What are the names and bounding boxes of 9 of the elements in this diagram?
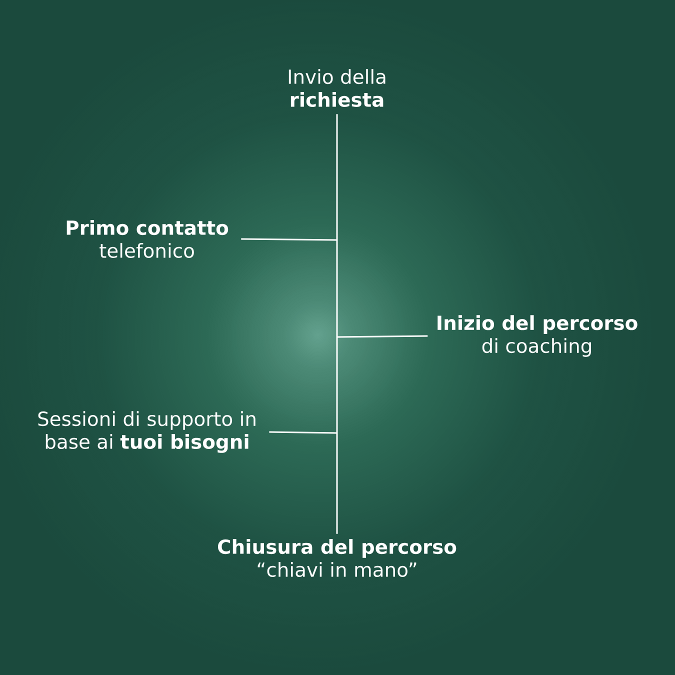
timeline-line <box>336 114 338 534</box>
connector-line <box>241 238 338 241</box>
milestone-label: Invio della richiesta <box>288 69 386 107</box>
connector-line <box>269 431 338 434</box>
milestone-label: Chiusura del percorso “chiavi in mano” <box>218 539 456 577</box>
milestone-label: Sessioni di supporto in base ai tuoi bisogni <box>38 411 256 453</box>
connector-line <box>337 335 428 338</box>
milestone-label: Inizio del percorso di coaching <box>438 315 638 357</box>
milestone-label: Primo contatto telefonico <box>66 220 228 258</box>
